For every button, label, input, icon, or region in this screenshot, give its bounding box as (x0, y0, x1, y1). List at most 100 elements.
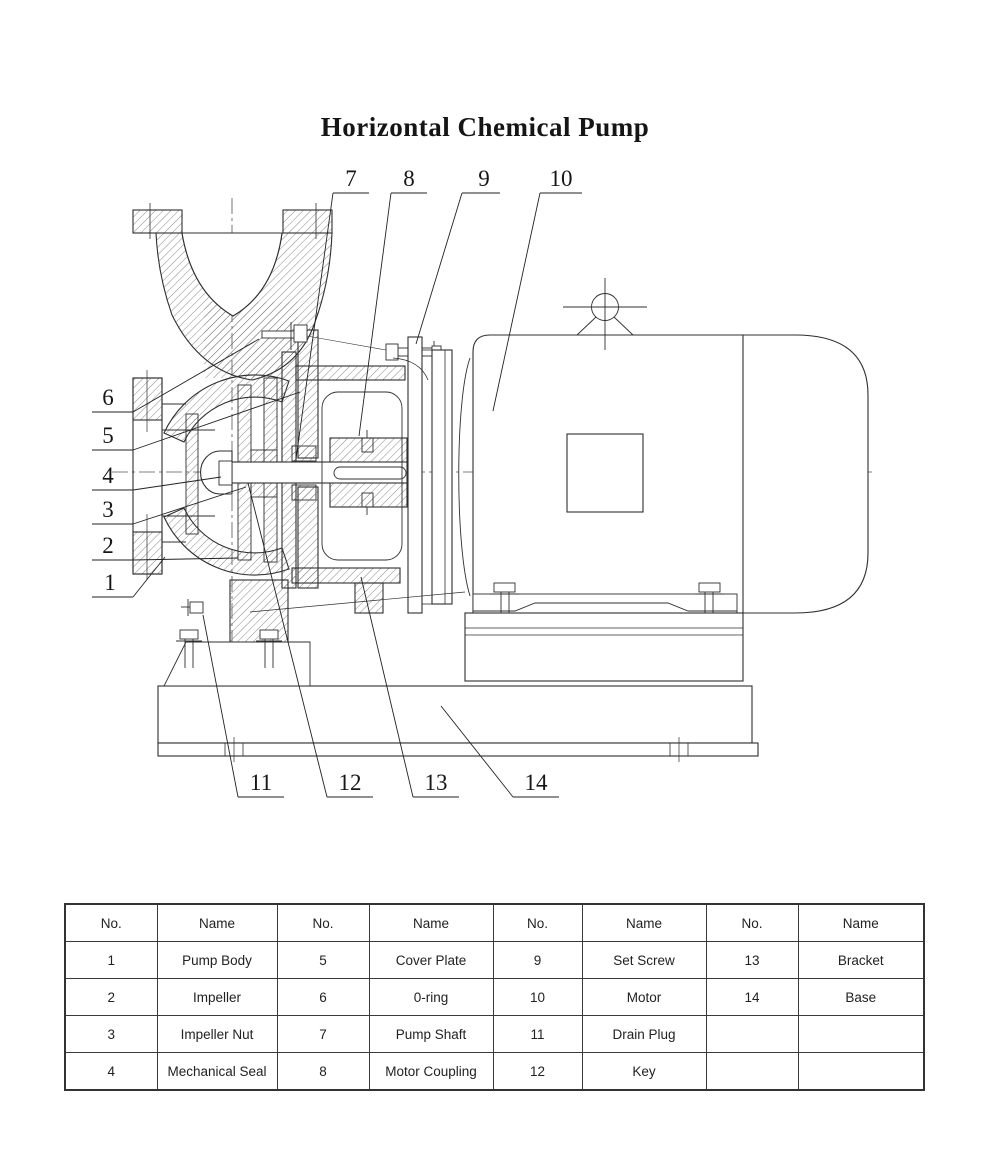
table-cell: Pump Shaft (368, 1015, 494, 1053)
leader-line (132, 556, 166, 598)
table-cell: Key (581, 1052, 707, 1091)
callout-label: 9 (478, 166, 490, 191)
bracket-part (249, 336, 466, 614)
table-cell (705, 1052, 799, 1091)
table-cell: Impeller Nut (156, 1015, 278, 1053)
table-cell: 10 (492, 978, 583, 1016)
leader-line (132, 338, 260, 413)
callout-label: 11 (250, 770, 272, 795)
callout-10: 10 (492, 166, 582, 412)
table-cell: 11 (492, 1015, 583, 1053)
leader-line (132, 391, 301, 451)
table-cell: 12 (492, 1052, 583, 1091)
suction-flange (132, 370, 163, 580)
table-header-cell: No. (276, 903, 370, 942)
table-cell: Drain Plug (581, 1015, 707, 1053)
table-cell: 4 (64, 1052, 158, 1091)
callout-label: 7 (345, 166, 357, 191)
table-cell: 3 (64, 1015, 158, 1053)
table-cell (705, 1015, 799, 1053)
callout-label: 4 (102, 463, 114, 488)
table-cell: 5 (276, 941, 370, 979)
table-cell: 1 (64, 941, 158, 979)
lifting-eye (563, 278, 647, 350)
callout-2: 2 (92, 533, 239, 561)
table-cell: Mechanical Seal (156, 1052, 278, 1091)
callout-13: 13 (360, 576, 459, 798)
callout-label: 1 (104, 570, 116, 595)
callout-9: 9 (415, 166, 500, 345)
callout-label: 12 (339, 770, 362, 795)
pump-pedestal (163, 629, 311, 687)
table-header-cell: Name (368, 903, 494, 942)
table-cell: 14 (705, 978, 799, 1016)
callout-label: 2 (102, 533, 114, 558)
table-cell: 7 (276, 1015, 370, 1053)
callout-label: 14 (525, 770, 549, 795)
volute-funnel (155, 232, 333, 381)
callout-1: 1 (92, 556, 166, 598)
table-header-cell: No. (492, 903, 583, 942)
pump-section-drawing: 1 2 3 4 5 6 7 (92, 166, 872, 798)
table-header-cell: No. (705, 903, 799, 942)
table-row: 1 Pump Body 5 Cover Plate 9 Set Screw 13… (64, 941, 925, 979)
table-cell: Motor (581, 978, 707, 1016)
table-cell: 13 (705, 941, 799, 979)
callouts: 1 2 3 4 5 6 7 (92, 166, 582, 798)
table-cell: Motor Coupling (368, 1052, 494, 1091)
callout-8: 8 (358, 166, 427, 437)
table-row: 4 Mechanical Seal 8 Motor Coupling 12 Ke… (64, 1052, 925, 1091)
callout-label: 8 (403, 166, 415, 191)
callout-label: 13 (425, 770, 448, 795)
table-header-cell: Name (797, 903, 925, 942)
table-cell: Bracket (797, 941, 925, 979)
table-header-cell: Name (156, 903, 278, 942)
table-header-cell: No. (64, 903, 158, 942)
leader-line (247, 482, 328, 798)
table-cell: Cover Plate (368, 941, 494, 979)
leader-line (295, 192, 334, 460)
base-plate (157, 685, 759, 762)
parts-table: No. Name No. Name No. Name No. Name 1 Pu… (64, 903, 925, 1091)
callout-5: 5 (92, 391, 301, 451)
table-cell: Pump Body (156, 941, 278, 979)
leader-line (132, 486, 247, 525)
junction-box (566, 433, 644, 513)
table-cell: Impeller (156, 978, 278, 1016)
callout-label: 10 (550, 166, 573, 191)
table-cell: 2 (64, 978, 158, 1016)
pump-body-section (162, 351, 297, 651)
table-row: 2 Impeller 6 0-ring 10 Motor 14 Base (64, 978, 925, 1016)
coupling-set-screws (361, 430, 374, 515)
table-row: 3 Impeller Nut 7 Pump Shaft 11 Drain Plu… (64, 1015, 925, 1053)
leader-line (358, 192, 392, 437)
page-title: Horizontal Chemical Pump (320, 112, 650, 142)
leader-line (415, 192, 463, 345)
table-cell (797, 1052, 925, 1091)
cover-plate-part (297, 329, 319, 589)
drain-plug-part (181, 599, 204, 616)
table-cell: 6 (276, 978, 370, 1016)
motor-part (458, 278, 869, 645)
pump-shaft (225, 461, 408, 484)
callout-3: 3 (92, 486, 247, 525)
callout-6: 6 (92, 338, 260, 413)
table-header-row: No. Name No. Name No. Name No. Name (64, 903, 925, 942)
table-cell: Set Screw (581, 941, 707, 979)
callout-label: 5 (102, 423, 114, 448)
shaft-keyway (333, 466, 407, 480)
table-cell (797, 1015, 925, 1053)
table-cell: Base (797, 978, 925, 1016)
table-cell: 9 (492, 941, 583, 979)
callout-14: 14 (440, 705, 559, 798)
callout-label: 3 (102, 497, 114, 522)
leader-line (202, 614, 239, 798)
leader-line (132, 557, 239, 561)
leader-line (132, 476, 222, 491)
table-header-cell: Name (581, 903, 707, 942)
callout-4: 4 (92, 463, 222, 491)
motor-base-block (464, 612, 744, 682)
callout-11: 11 (202, 614, 284, 798)
callout-7: 7 (295, 166, 369, 460)
